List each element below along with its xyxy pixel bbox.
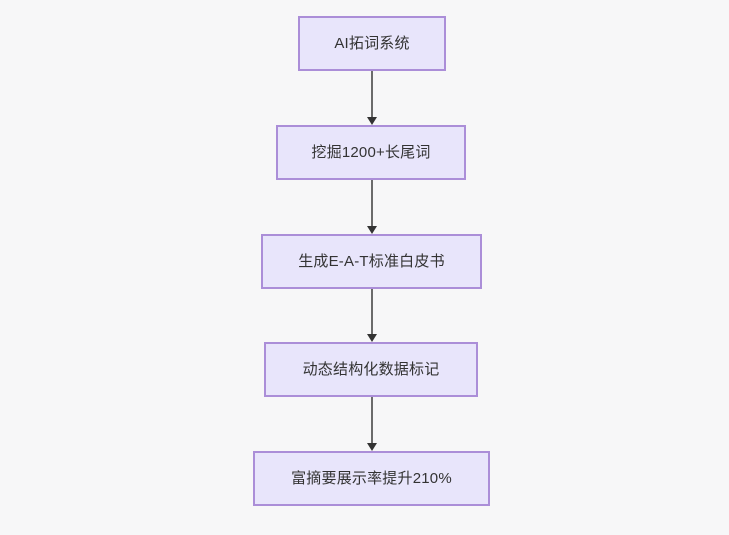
- flow-node-label: 富摘要展示率提升210%: [291, 469, 452, 487]
- arrowhead-icon-2: [367, 334, 377, 342]
- flow-node-mine-longtail-keywords[interactable]: 挖掘1200+长尾词: [276, 125, 466, 180]
- flow-node-label: 挖掘1200+长尾词: [311, 143, 431, 161]
- arrowhead-icon-1: [367, 226, 377, 234]
- flow-node-label: AI拓词系统: [334, 34, 410, 52]
- flow-node-label: 生成E-A-T标准白皮书: [298, 252, 445, 270]
- flow-node-ai-keyword-system[interactable]: AI拓词系统: [298, 16, 446, 71]
- flow-node-dynamic-structured-data-markup[interactable]: 动态结构化数据标记: [264, 342, 478, 397]
- flow-edge-1: [371, 180, 373, 226]
- arrowhead-icon-3: [367, 443, 377, 451]
- flow-node-generate-eat-whitepaper[interactable]: 生成E-A-T标准白皮书: [261, 234, 482, 289]
- flow-node-rich-snippet-impression-uplift[interactable]: 富摘要展示率提升210%: [253, 451, 490, 506]
- flow-node-label: 动态结构化数据标记: [302, 360, 440, 378]
- arrowhead-icon-0: [367, 117, 377, 125]
- flow-edge-3: [371, 397, 373, 443]
- flow-edge-2: [371, 289, 373, 334]
- flow-edge-0: [371, 71, 373, 117]
